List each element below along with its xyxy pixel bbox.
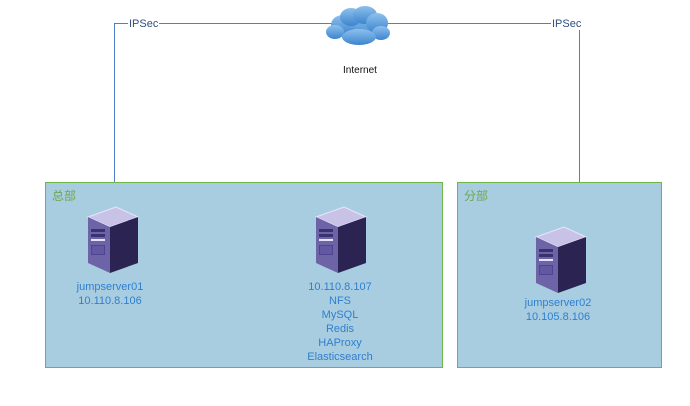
- site-branch-title: 分部: [464, 189, 489, 203]
- server-line: MySQL: [321, 309, 359, 321]
- internet-label: Internet: [343, 65, 377, 76]
- server-icon: [534, 226, 588, 293]
- server-line: Redis: [325, 323, 355, 335]
- server-line: 10.105.8.106: [525, 311, 591, 323]
- ipsec-label-right: IPSec: [551, 18, 583, 30]
- server-line: 10.110.8.107: [308, 281, 372, 293]
- server-jumpserver02-label: jumpserver02 10.105.8.106: [508, 296, 608, 324]
- server-jumpserver01-label: jumpserver01 10.110.8.106: [60, 280, 160, 308]
- internet-cloud-icon: [326, 6, 390, 45]
- site-hq-title: 总部: [52, 189, 77, 203]
- server-icon: [314, 206, 368, 273]
- server-line: 10.110.8.106: [78, 295, 142, 307]
- ipsec-link-left-vertical: [114, 23, 115, 183]
- server-line: NFS: [329, 295, 351, 307]
- server-line: jumpserver02: [524, 297, 592, 309]
- server-line: HAProxy: [318, 337, 362, 349]
- server-storage-label: 10.110.8.107 NFS MySQL Redis HAProxy Ela…: [285, 280, 395, 364]
- ipsec-label-left: IPSec: [128, 18, 160, 30]
- ipsec-link-right-vertical: [579, 23, 580, 183]
- site-hq: 总部: [45, 182, 443, 368]
- server-icon: [86, 206, 140, 273]
- server-line: Elasticsearch: [307, 351, 373, 363]
- server-line: jumpserver01: [76, 281, 144, 293]
